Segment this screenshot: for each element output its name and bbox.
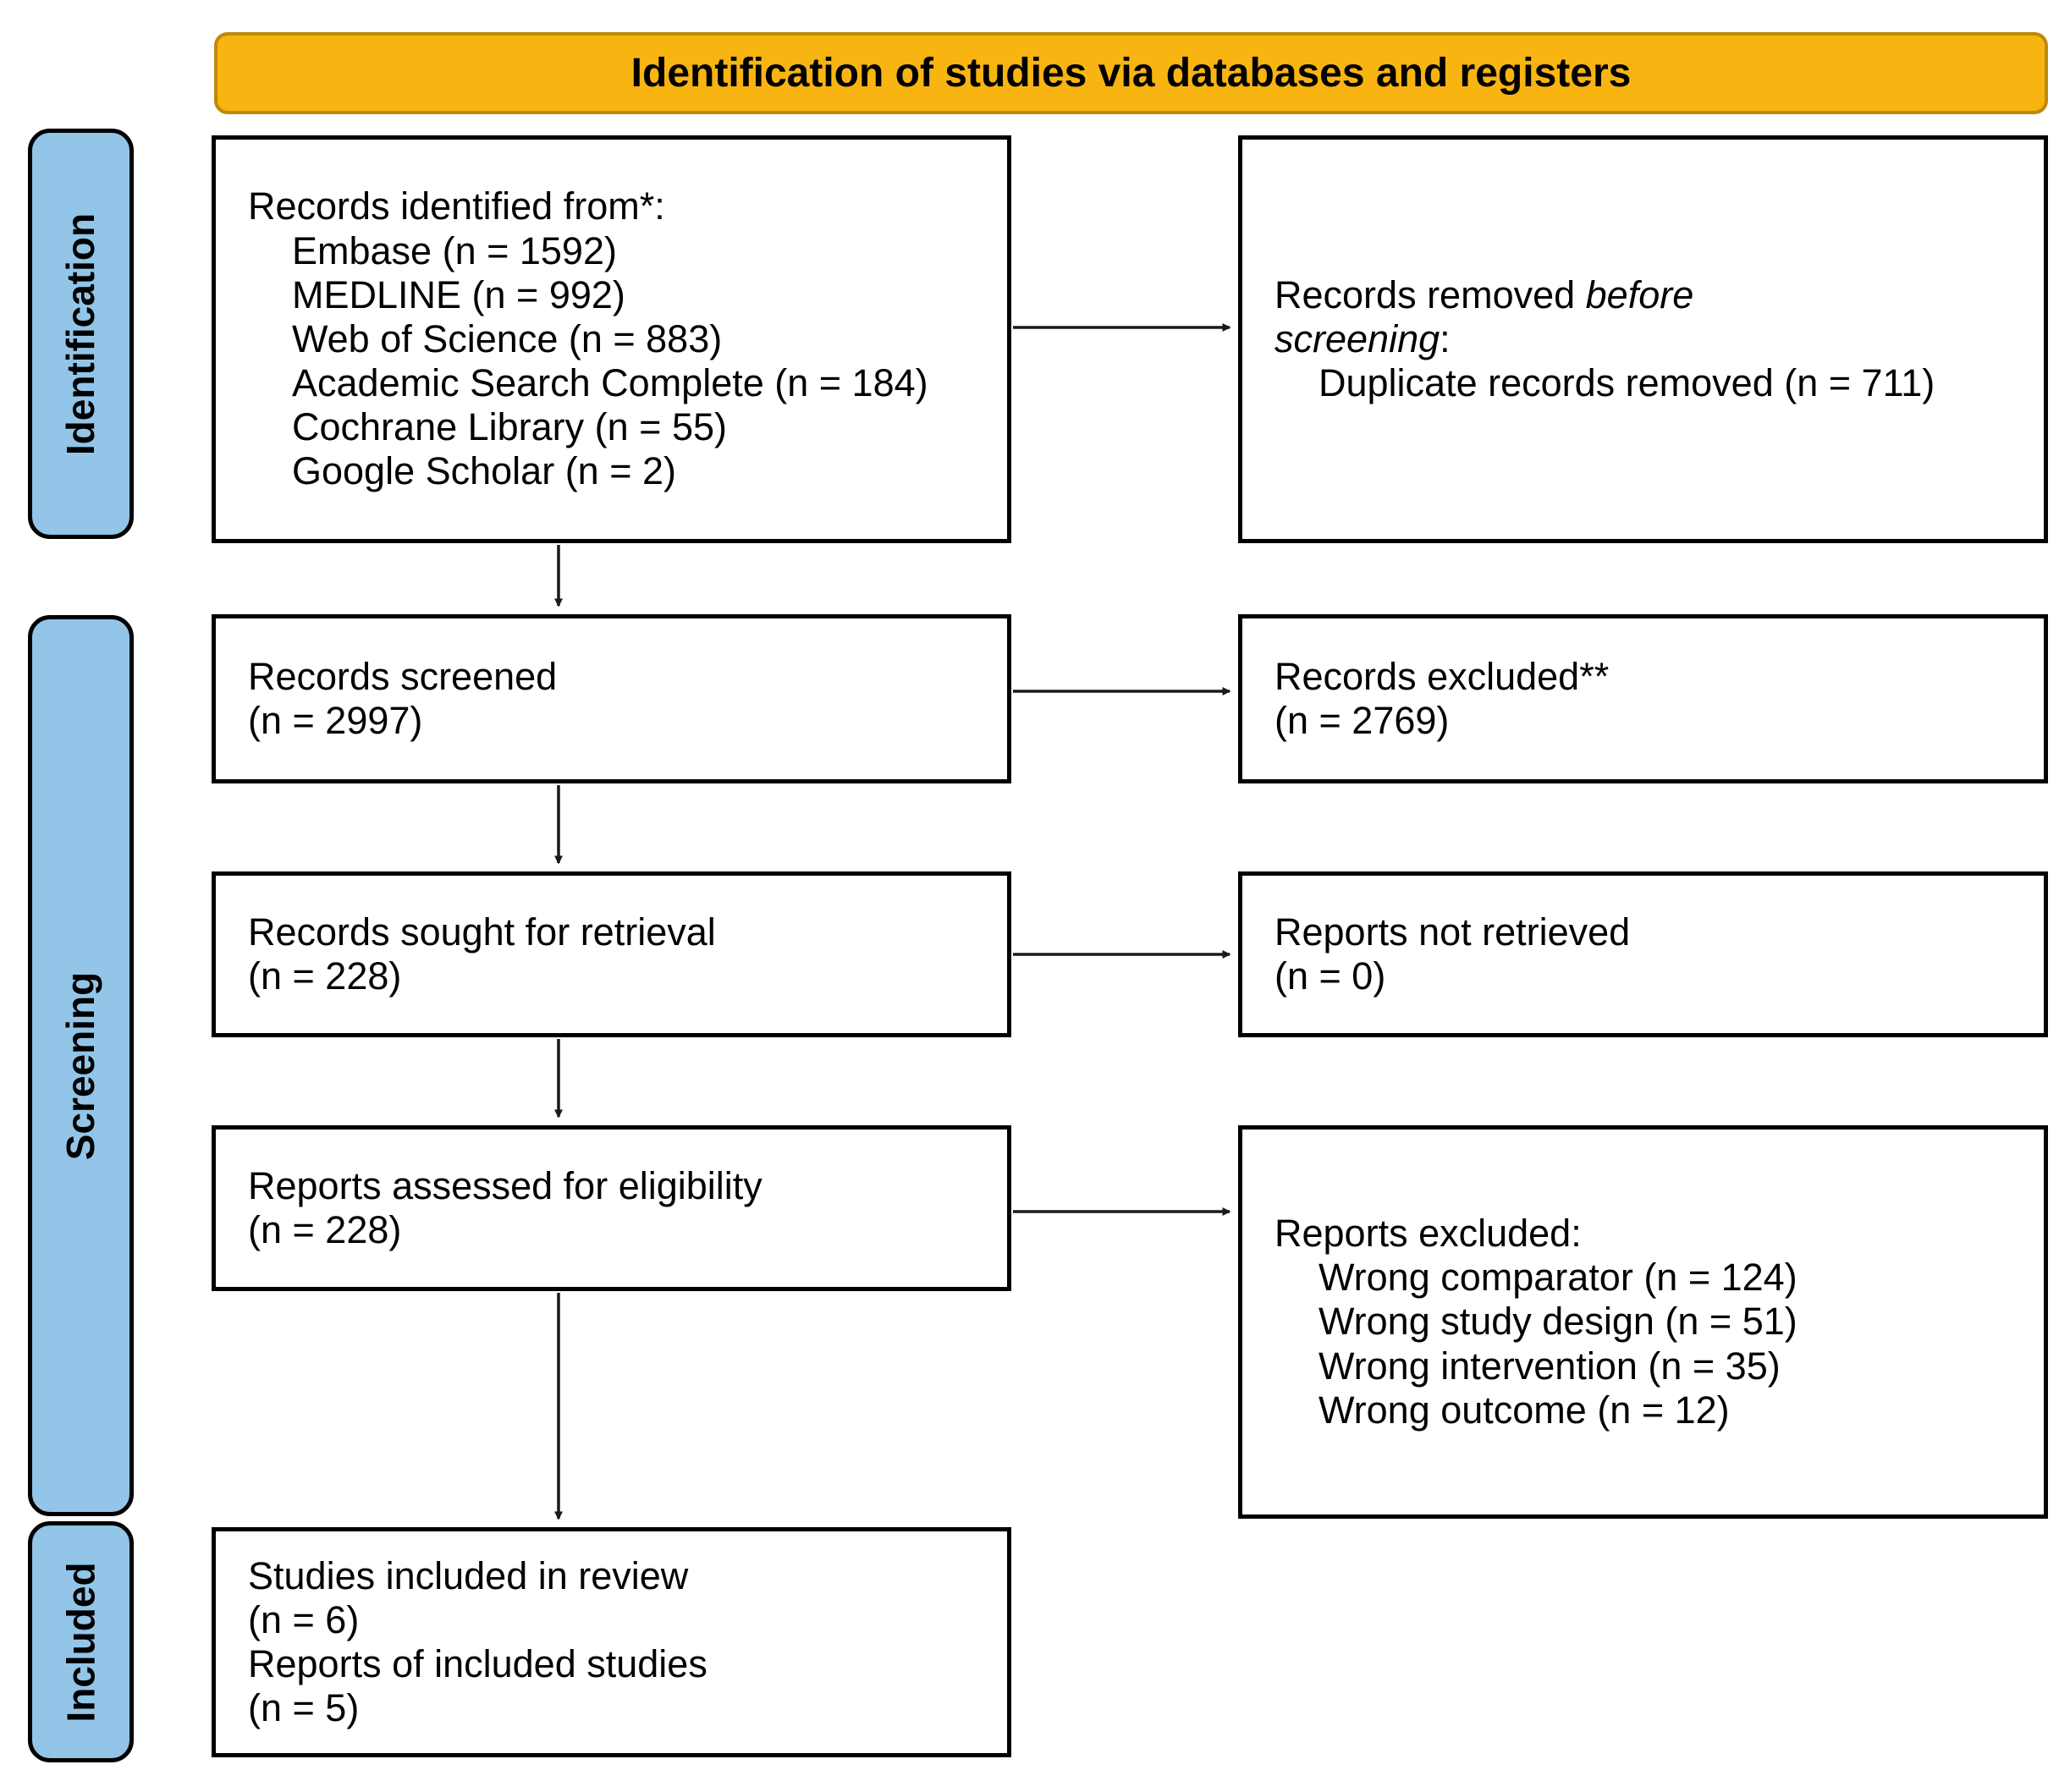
source-item: Google Scholar (n = 2) (292, 449, 676, 493)
excluded-reason-item: Wrong intervention (n = 35) (1319, 1344, 1781, 1388)
box-records-sought: Records sought for retrieval (n = 228) (212, 871, 1011, 1037)
records-removed-italic2: screening (1274, 316, 1440, 360)
box-records-screened-line2: (n = 2997) (248, 699, 423, 742)
title-banner: Identification of studies via databases … (214, 32, 2048, 114)
box-reports-not-retrieved: Reports not retrieved (n = 0) (1238, 871, 2048, 1037)
stage-included-label: Included (58, 1561, 103, 1723)
stage-identification: Identification (28, 129, 134, 539)
removed-item: Duplicate records removed (n = 711) (1319, 361, 1935, 405)
box-reports-not-retrieved-line2: (n = 0) (1274, 954, 1386, 998)
box-studies-included-line3: Reports of included studies (248, 1642, 707, 1685)
excluded-reason-item: Wrong comparator (n = 124) (1319, 1256, 1797, 1300)
box-records-removed-title-line1: Records removed before (1274, 273, 2010, 317)
box-records-screened: Records screened (n = 2997) (212, 614, 1011, 783)
box-studies-included-line4: (n = 5) (248, 1686, 360, 1730)
box-reports-excluded: Reports excluded: Wrong comparator (n = … (1238, 1125, 2048, 1519)
box-records-sought-line1: Records sought for retrieval (248, 910, 716, 954)
records-removed-italic1: before (1585, 272, 1694, 316)
box-records-screened-line1: Records screened (248, 654, 558, 698)
box-records-excluded-line2: (n = 2769) (1274, 699, 1450, 742)
box-reports-not-retrieved-line1: Reports not retrieved (1274, 910, 1631, 954)
box-studies-included-line1: Studies included in review (248, 1553, 689, 1597)
box-records-excluded-line1: Records excluded** (1274, 654, 1610, 698)
source-item: MEDLINE (n = 992) (292, 272, 625, 316)
box-records-removed: Records removed before screening: Duplic… (1238, 135, 2048, 543)
box-reports-assessed-line2: (n = 228) (248, 1208, 402, 1251)
source-item: Academic Search Complete (n = 184) (292, 361, 928, 405)
records-removed-prefix: Records removed (1274, 272, 1586, 316)
source-item: Embase (n = 1592) (292, 228, 617, 272)
box-studies-included: Studies included in review (n = 6) Repor… (212, 1527, 1011, 1757)
box-records-excluded: Records excluded** (n = 2769) (1238, 614, 2048, 783)
box-reports-assessed: Reports assessed for eligibility (n = 22… (212, 1125, 1011, 1291)
box-records-sought-line2: (n = 228) (248, 954, 402, 998)
records-removed-suffix: : (1440, 316, 1451, 360)
box-studies-included-line2: (n = 6) (248, 1597, 360, 1641)
diagram-title: Identification of studies via databases … (630, 51, 1632, 96)
box-reports-excluded-title: Reports excluded: (1274, 1212, 1582, 1256)
stage-screening-label: Screening (58, 971, 103, 1160)
box-records-removed-title-line2: screening: (1274, 317, 2010, 361)
box-records-identified: Records identified from*: Embase (n = 15… (212, 135, 1011, 543)
box-records-identified-title: Records identified from*: (248, 184, 665, 228)
source-item: Web of Science (n = 883) (292, 316, 723, 360)
stage-screening: Screening (28, 615, 134, 1516)
excluded-reason-item: Wrong outcome (n = 12) (1319, 1388, 1730, 1432)
stage-included: Included (28, 1521, 134, 1762)
stage-identification-label: Identification (58, 212, 103, 455)
source-item: Cochrane Library (n = 55) (292, 405, 728, 449)
box-reports-assessed-line1: Reports assessed for eligibility (248, 1163, 762, 1207)
excluded-reason-item: Wrong study design (n = 51) (1319, 1300, 1797, 1344)
